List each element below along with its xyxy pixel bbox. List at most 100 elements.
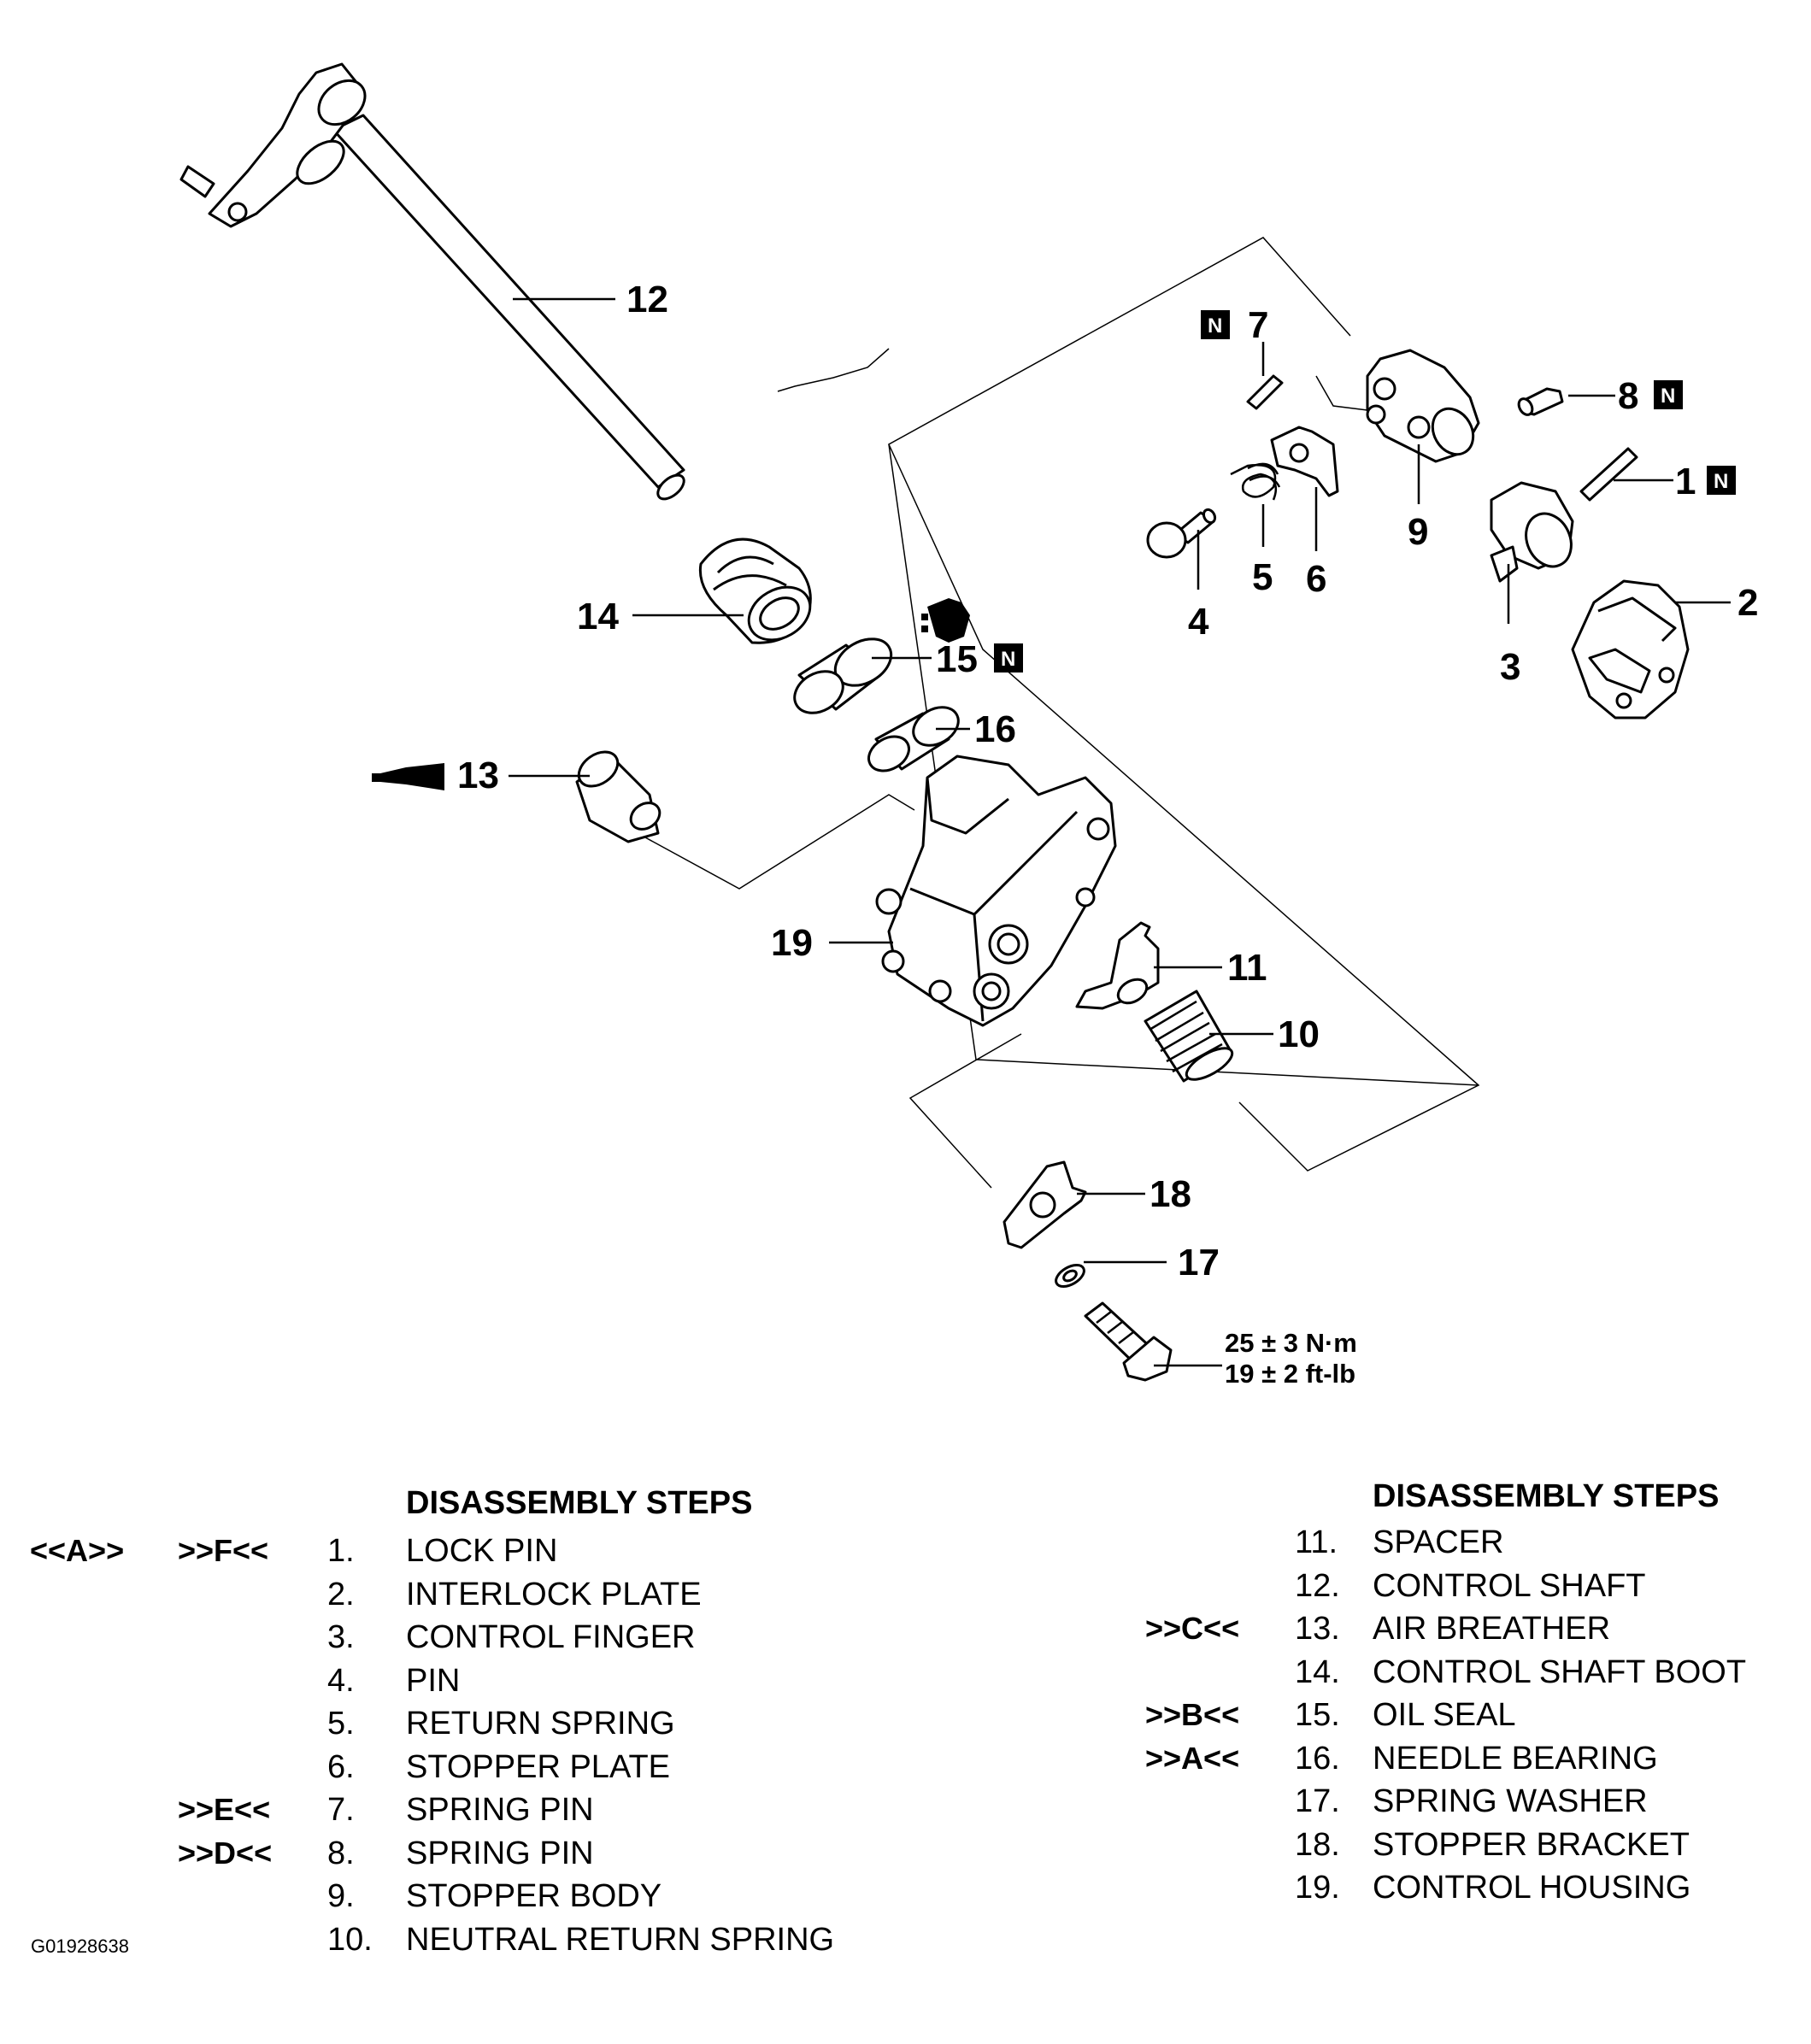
step-number: 2.: [327, 1576, 355, 1612]
callout-9: 9: [1408, 511, 1428, 553]
list-item: 9.STOPPER BODY: [0, 1875, 940, 1918]
list-item: 12. CONTROL SHAFT: [1111, 1565, 1795, 1608]
callout-14: 14: [577, 596, 619, 637]
stopper-body-part: [1366, 349, 1480, 463]
list-item: 6. STOPPER PLATE: [0, 1746, 940, 1789]
list-item: >>C<<13.AIR BREATHER: [1111, 1607, 1795, 1651]
step-part-name: OIL SEAL: [1373, 1697, 1516, 1733]
assembly-frame-lines: [644, 237, 1480, 1189]
step-number: 3.: [327, 1619, 355, 1655]
new-part-icon: [1707, 466, 1736, 495]
control-housing-part: [875, 755, 1117, 1027]
callout-6: 6: [1306, 558, 1326, 600]
figure-code: G01928638: [31, 1935, 129, 1957]
torque-imperial: 19 ± 2 ft-lb: [1225, 1359, 1355, 1389]
step-mark-b: >>D<<: [178, 1835, 273, 1871]
step-number: 13.: [1295, 1611, 1340, 1647]
stopper-bracket-part: [1003, 1160, 1087, 1249]
step-part-name: CONTROL SHAFT: [1373, 1567, 1646, 1604]
right-list-heading: DISASSEMBLY STEPS: [1373, 1478, 1720, 1514]
list-item: >>A<< 16. NEEDLE BEARING: [1111, 1737, 1795, 1781]
grease-icon: [921, 598, 970, 643]
step-number: 10.: [327, 1921, 373, 1958]
interlock-plate-part: [1571, 579, 1690, 720]
pin-4-part: [1146, 508, 1217, 559]
step-part-name: STOPPER PLATE: [406, 1748, 671, 1785]
step-part-name: SPRING WASHER: [1373, 1783, 1648, 1819]
new-part-mark-1: N: [1714, 470, 1728, 493]
step-part-name: SPRING PIN: [406, 1792, 594, 1828]
list-item: 4. PIN: [0, 1659, 940, 1703]
step-number: 1.: [327, 1533, 355, 1569]
step-number: 14.: [1295, 1653, 1340, 1690]
left-parts-list: <<A>> >>F<< 1. LOCK PIN 2. INTERLOCK PLATE 3. C…: [0, 1530, 940, 1961]
step-part-name: RETURN SPRING: [406, 1706, 675, 1742]
callout-18: 18: [1150, 1173, 1191, 1215]
list-item: >>E<<7.SPRING PIN: [0, 1788, 940, 1832]
stopper-plate-part: [1270, 426, 1339, 497]
callout-3: 3: [1500, 646, 1520, 688]
list-item: 2. INTERLOCK PLATE: [0, 1573, 940, 1617]
step-number: 15.: [1295, 1697, 1340, 1733]
step-mark-b: >>F<<: [178, 1533, 269, 1568]
list-item: 17. SPRING WASHER: [1111, 1780, 1795, 1824]
step-part-name: CONTROL SHAFT BOOT: [1373, 1653, 1747, 1690]
return-spring-part: [1230, 462, 1281, 501]
step-part-name: LOCK PIN: [406, 1533, 558, 1569]
spring-washer-part: [1055, 1264, 1085, 1288]
spacer-part: [1075, 921, 1160, 1010]
control-shaft-boot-part: [698, 537, 812, 644]
step-number: 7.: [327, 1792, 355, 1828]
step-part-name: SPACER: [1373, 1524, 1504, 1560]
left-list-heading: DISASSEMBLY STEPS: [406, 1485, 753, 1521]
callout-8: 8: [1618, 375, 1638, 417]
list-item: <<A>> >>F<< 1. LOCK PIN: [0, 1530, 940, 1573]
step-mark: >>A<<: [1145, 1740, 1240, 1776]
list-item: 19.CONTROL HOUSING: [1111, 1866, 1795, 1910]
callout-2: 2: [1738, 582, 1758, 624]
list-item: 11.SPACER: [1111, 1521, 1795, 1565]
callout-11: 11: [1227, 947, 1267, 989]
step-part-name: STOPPER BRACKET: [1373, 1826, 1690, 1863]
lock-pin-part: [1579, 447, 1638, 502]
step-part-name: CONTROL HOUSING: [1373, 1870, 1691, 1906]
step-number: 12.: [1295, 1567, 1340, 1604]
list-item: 18. STOPPER BRACKET: [1111, 1824, 1795, 1867]
callout-10: 10: [1278, 1013, 1320, 1055]
step-part-name: CONTROL FINGER: [406, 1619, 696, 1655]
step-mark: >>B<<: [1145, 1697, 1240, 1732]
callout-19: 19: [771, 922, 813, 964]
needle-bearing-part: [867, 706, 960, 772]
step-part-name: AIR BREATHER: [1373, 1611, 1611, 1647]
step-number: 9.: [327, 1878, 355, 1914]
step-mark-a: <<A>>: [30, 1533, 125, 1568]
control-shaft-part: [179, 62, 685, 501]
control-finger-part: [1490, 481, 1574, 583]
step-number: 17.: [1295, 1783, 1340, 1819]
step-number: 5.: [327, 1706, 355, 1742]
step-number: 16.: [1295, 1740, 1340, 1777]
step-number: 8.: [327, 1835, 355, 1871]
spring-pin-7-part: [1246, 374, 1284, 410]
new-part-icon: [1654, 380, 1683, 409]
step-part-name: PIN: [406, 1662, 461, 1699]
list-item: 14. CONTROL SHAFT BOOT: [1111, 1651, 1795, 1695]
step-number: 6.: [327, 1748, 355, 1785]
callout-5: 5: [1252, 556, 1273, 598]
list-item: >>D<<8.SPRING PIN: [0, 1832, 940, 1876]
step-number: 18.: [1295, 1826, 1340, 1863]
step-part-name: NEEDLE BEARING: [1373, 1740, 1658, 1777]
new-part-mark-7: N: [1208, 314, 1222, 338]
torque-metric: 25 ± 3 N·m: [1225, 1328, 1357, 1358]
step-number: 4.: [327, 1662, 355, 1699]
step-part-name: NEUTRAL RETURN SPRING: [406, 1921, 835, 1958]
neutral-return-spring-part: [1144, 990, 1234, 1083]
air-breather-part: [575, 750, 661, 843]
callout-12: 12: [626, 279, 668, 320]
callout-17: 17: [1178, 1242, 1220, 1283]
step-part-name: INTERLOCK PLATE: [406, 1576, 702, 1612]
new-part-mark-15: N: [1001, 648, 1015, 671]
spring-pin-8-part: [1517, 387, 1564, 416]
oil-seal-part: [793, 637, 893, 714]
